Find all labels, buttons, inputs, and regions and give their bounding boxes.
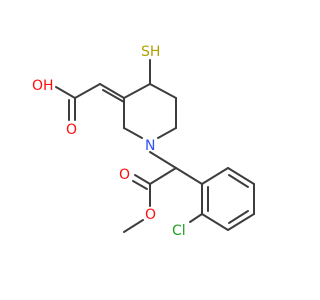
- bond-acid-c-vinyl: [74, 83, 101, 99]
- bond-ester-c-o-double-a: [134, 174, 151, 185]
- bond-benzene-1: [201, 167, 229, 185]
- bond-benzene-2: [227, 167, 255, 185]
- bond-ring-c6-n: [157, 127, 177, 139]
- bond-benzene-4: [227, 213, 255, 231]
- bond-ring-c3-c4: [123, 83, 151, 99]
- atom-oh-label: OH: [32, 78, 54, 94]
- molecule-canvas: OH O SH N O O Cl: [32, 44, 255, 239]
- bond-exocyclic-double-a: [99, 83, 125, 99]
- atom-label-layer: OH O SH N O O Cl: [32, 44, 186, 239]
- atom-ester-carbonyl-o-label: O: [119, 167, 130, 183]
- bond-ester-c-o-double-b: [132, 180, 148, 190]
- bond-aryl-cl: [189, 213, 203, 223]
- bond-layer: [55, 59, 255, 233]
- atom-acid-carbonyl-o-label: O: [66, 122, 77, 138]
- bond-alpha-ester-c: [149, 167, 177, 185]
- atom-ester-o-label: O: [145, 207, 156, 223]
- bond-exocyclic-double-b: [102, 89, 125, 103]
- bond-benzene-inner-1: [228, 174, 249, 188]
- bond-acid-c-oh: [55, 86, 76, 99]
- bond-ring-c4-c5: [149, 83, 177, 99]
- bond-o-methyl: [123, 219, 144, 233]
- bond-benzene-inner-2: [228, 210, 249, 224]
- bond-alpha-aryl: [175, 167, 203, 185]
- bond-benzene-5: [201, 213, 229, 231]
- bond-ring-n-c2: [123, 127, 143, 139]
- atom-n-label: N: [145, 138, 155, 154]
- molecule-structure: OH O SH N O O Cl: [32, 44, 255, 239]
- atom-cl-label: Cl: [172, 223, 186, 239]
- atom-sh-label: SH: [141, 44, 160, 60]
- bond-n-alpha: [149, 151, 177, 169]
